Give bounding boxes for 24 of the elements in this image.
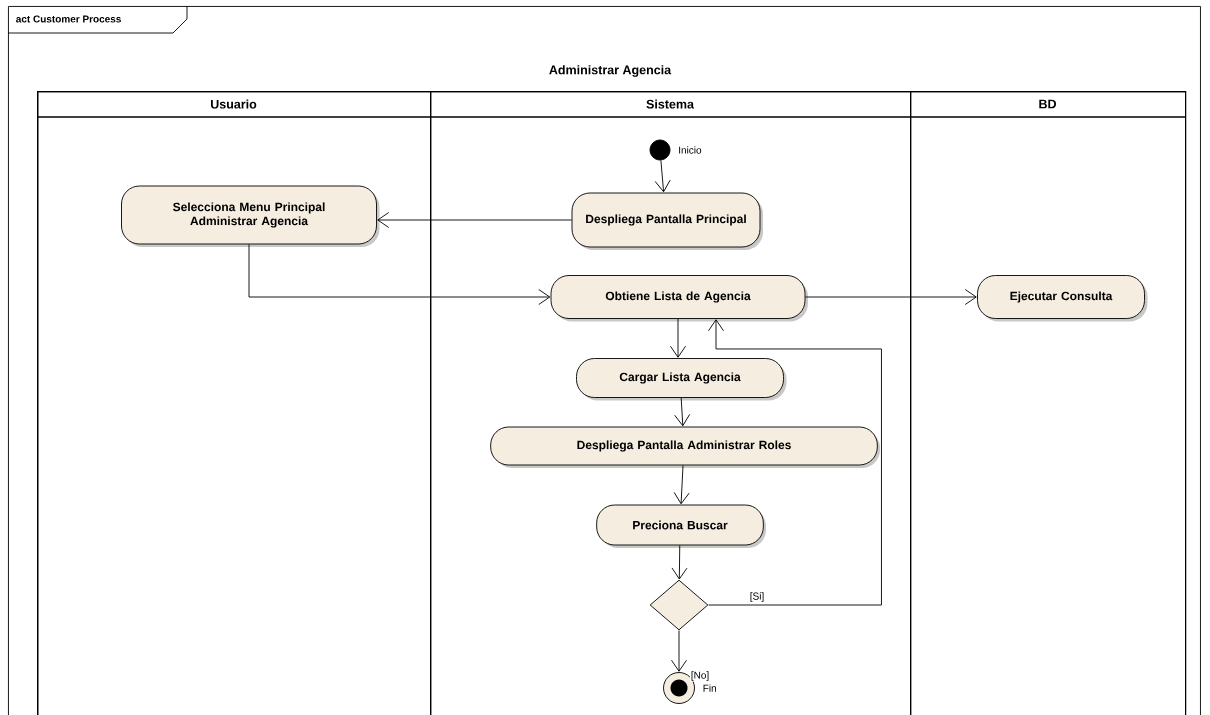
action-box: Preciona Buscar xyxy=(596,504,766,548)
arrow xyxy=(674,397,691,427)
node-caption: Fin xyxy=(703,684,716,692)
arrow xyxy=(671,545,688,580)
edge-label: [No] xyxy=(689,670,711,682)
arrow xyxy=(671,630,687,672)
arrow xyxy=(377,212,572,228)
arrow xyxy=(673,465,690,505)
action-box: Obtiene Lista de Agencia xyxy=(550,275,808,322)
arrow xyxy=(670,318,686,358)
arrow xyxy=(805,289,977,305)
action-box: Selecciona Menu Principal Administrar Agencia xyxy=(121,185,380,247)
arrow xyxy=(248,244,551,305)
node-caption: Inicio xyxy=(679,146,702,154)
arrow xyxy=(654,159,671,193)
start-dot xyxy=(649,139,671,161)
action-box: Despliega Pantalla Principal xyxy=(571,192,763,250)
action-box: Ejecutar Consulta xyxy=(977,275,1148,322)
node-label: Administrar Agencia xyxy=(549,65,672,77)
action-box: Despliega Pantalla Administrar Roles xyxy=(490,426,880,468)
arrow xyxy=(708,319,882,606)
decision-diamond xyxy=(649,579,709,631)
edge-label: [Si] xyxy=(748,591,766,603)
action-box: Cargar Lista Agencia xyxy=(576,358,787,401)
